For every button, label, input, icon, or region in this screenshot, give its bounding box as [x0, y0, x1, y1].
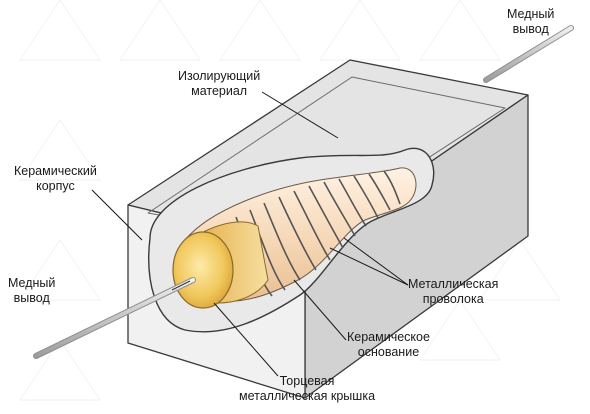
- end-metal-cap: [172, 221, 269, 309]
- label-copper-lead-bottom: Медный вывод: [8, 276, 56, 305]
- copper-lead-top: [483, 25, 574, 83]
- label-metal-wire: Металлическая проволока: [408, 277, 499, 306]
- leader-base: [293, 279, 347, 341]
- label-ceramic-housing: Керамический корпус: [14, 164, 97, 193]
- leader-insulation: [261, 91, 339, 139]
- label-copper-lead-top: Медный вывод: [507, 7, 555, 36]
- leader-lines: [91, 91, 409, 377]
- leader-wire-1: [329, 247, 409, 286]
- leader-cap: [213, 302, 279, 377]
- label-end-cap: Торцевая металлическая крышка: [239, 374, 376, 403]
- label-ceramic-base: Керамическое основание: [347, 330, 430, 359]
- leader-housing: [91, 189, 143, 241]
- leader-wire-2: [343, 237, 409, 286]
- copper-lead-bottom: [33, 277, 196, 359]
- label-insulating-material: Изолирующий материал: [178, 69, 261, 98]
